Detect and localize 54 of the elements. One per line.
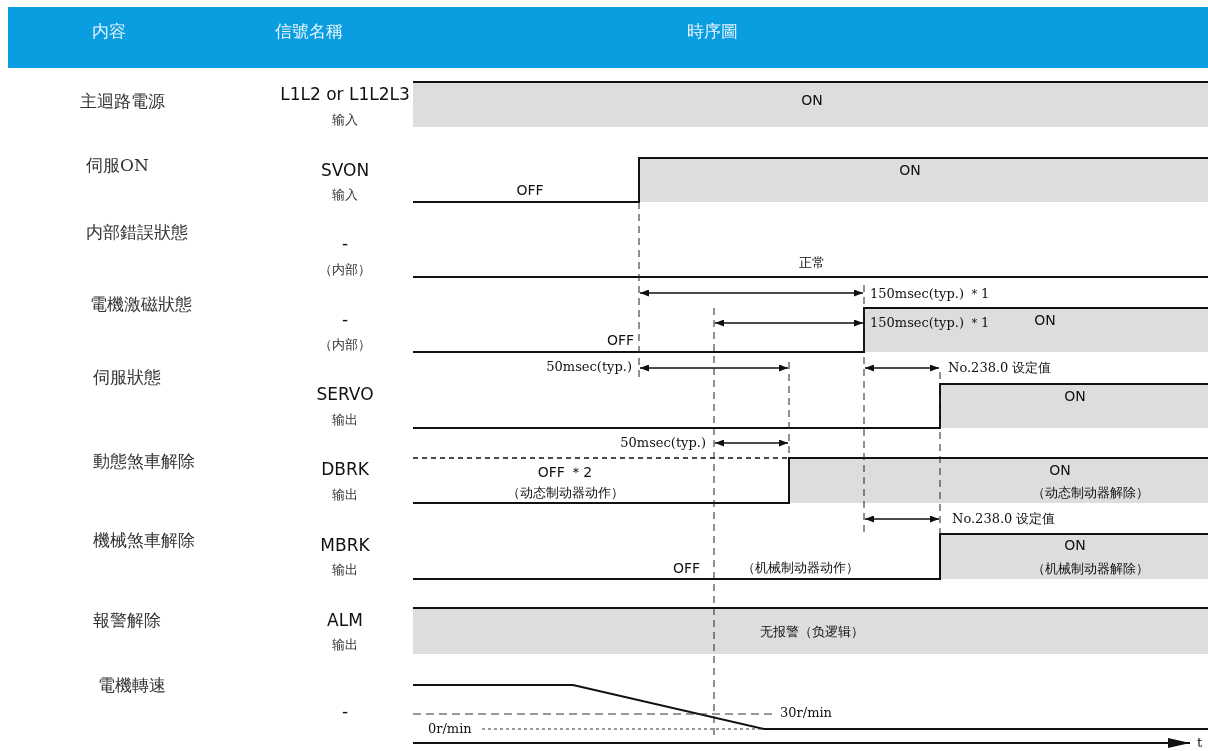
signal-name: - — [341, 702, 349, 722]
signal-direction: 输出 — [332, 412, 358, 428]
row-label: 伺服ON — [86, 156, 149, 176]
signal-name: - — [341, 310, 349, 330]
signal-name: SERVO — [316, 385, 374, 405]
state-label: 正常 — [799, 255, 825, 271]
state-label: OFF — [516, 181, 544, 199]
state-label: （机械制动器动作） — [741, 560, 859, 576]
row-label: 電機轉速 — [98, 676, 166, 696]
signal-name: SVON — [320, 161, 370, 181]
state-label: （机械制动器解除） — [1031, 561, 1149, 577]
timing-label: 50msec(typ.) — [620, 435, 706, 451]
axis-label: t — [1197, 735, 1203, 751]
state-label: ON — [801, 91, 823, 109]
signal-name: DBRK — [321, 460, 369, 480]
column-header: 内容 — [92, 22, 126, 42]
signal-direction: （内部） — [319, 337, 371, 353]
row-label: 機械煞車解除 — [93, 531, 195, 551]
timing-label: 50msec(typ.) — [546, 359, 632, 375]
state-label: OFF ＊2 — [537, 463, 593, 481]
timing-label: 150msec(typ.) ＊1 — [870, 286, 990, 302]
signal-direction: 输入 — [332, 187, 358, 203]
state-label: （动态制动器动作） — [506, 485, 624, 501]
state-label: ON — [1034, 311, 1056, 329]
state-label: OFF — [606, 331, 634, 349]
axis-label: 0r/min — [428, 721, 472, 737]
row-label: 電機激磁狀態 — [90, 295, 192, 315]
column-header: 時序圖 — [687, 22, 738, 42]
state-label: ON — [1049, 461, 1071, 479]
signal-name: L1L2 or L1L2L3 — [280, 85, 410, 105]
timing-label: 150msec(typ.) ＊1 — [870, 315, 990, 331]
row-label: 報警解除 — [93, 611, 161, 631]
signal-direction: 输出 — [332, 562, 358, 578]
column-header: 信號名稱 — [275, 22, 343, 42]
signal-direction: （内部） — [319, 262, 371, 278]
signal-direction: 输出 — [332, 487, 358, 503]
row-label: 動態煞車解除 — [93, 452, 195, 472]
row-label: 主迴路電源 — [80, 92, 165, 112]
signal-name: - — [341, 234, 349, 254]
row-label: 伺服狀態 — [93, 368, 161, 388]
signal-direction: 输入 — [332, 112, 358, 128]
state-label: OFF — [672, 559, 700, 577]
state-label: ON — [899, 161, 921, 179]
axis-label: 30r/min — [780, 705, 832, 721]
row-label: 内部錯誤狀態 — [86, 223, 188, 243]
state-label: ON — [1064, 536, 1086, 554]
state-label: （动态制动器解除） — [1031, 485, 1149, 501]
signal-name: MBRK — [320, 536, 370, 556]
timing-label: No.238.0 设定值 — [952, 511, 1056, 527]
state-label: 无报警（负逻辑） — [760, 624, 864, 640]
signal-direction: 输出 — [332, 637, 358, 653]
signal-name: ALM — [327, 611, 363, 631]
state-label: ON — [1064, 387, 1086, 405]
timing-label: No.238.0 设定值 — [948, 360, 1052, 376]
